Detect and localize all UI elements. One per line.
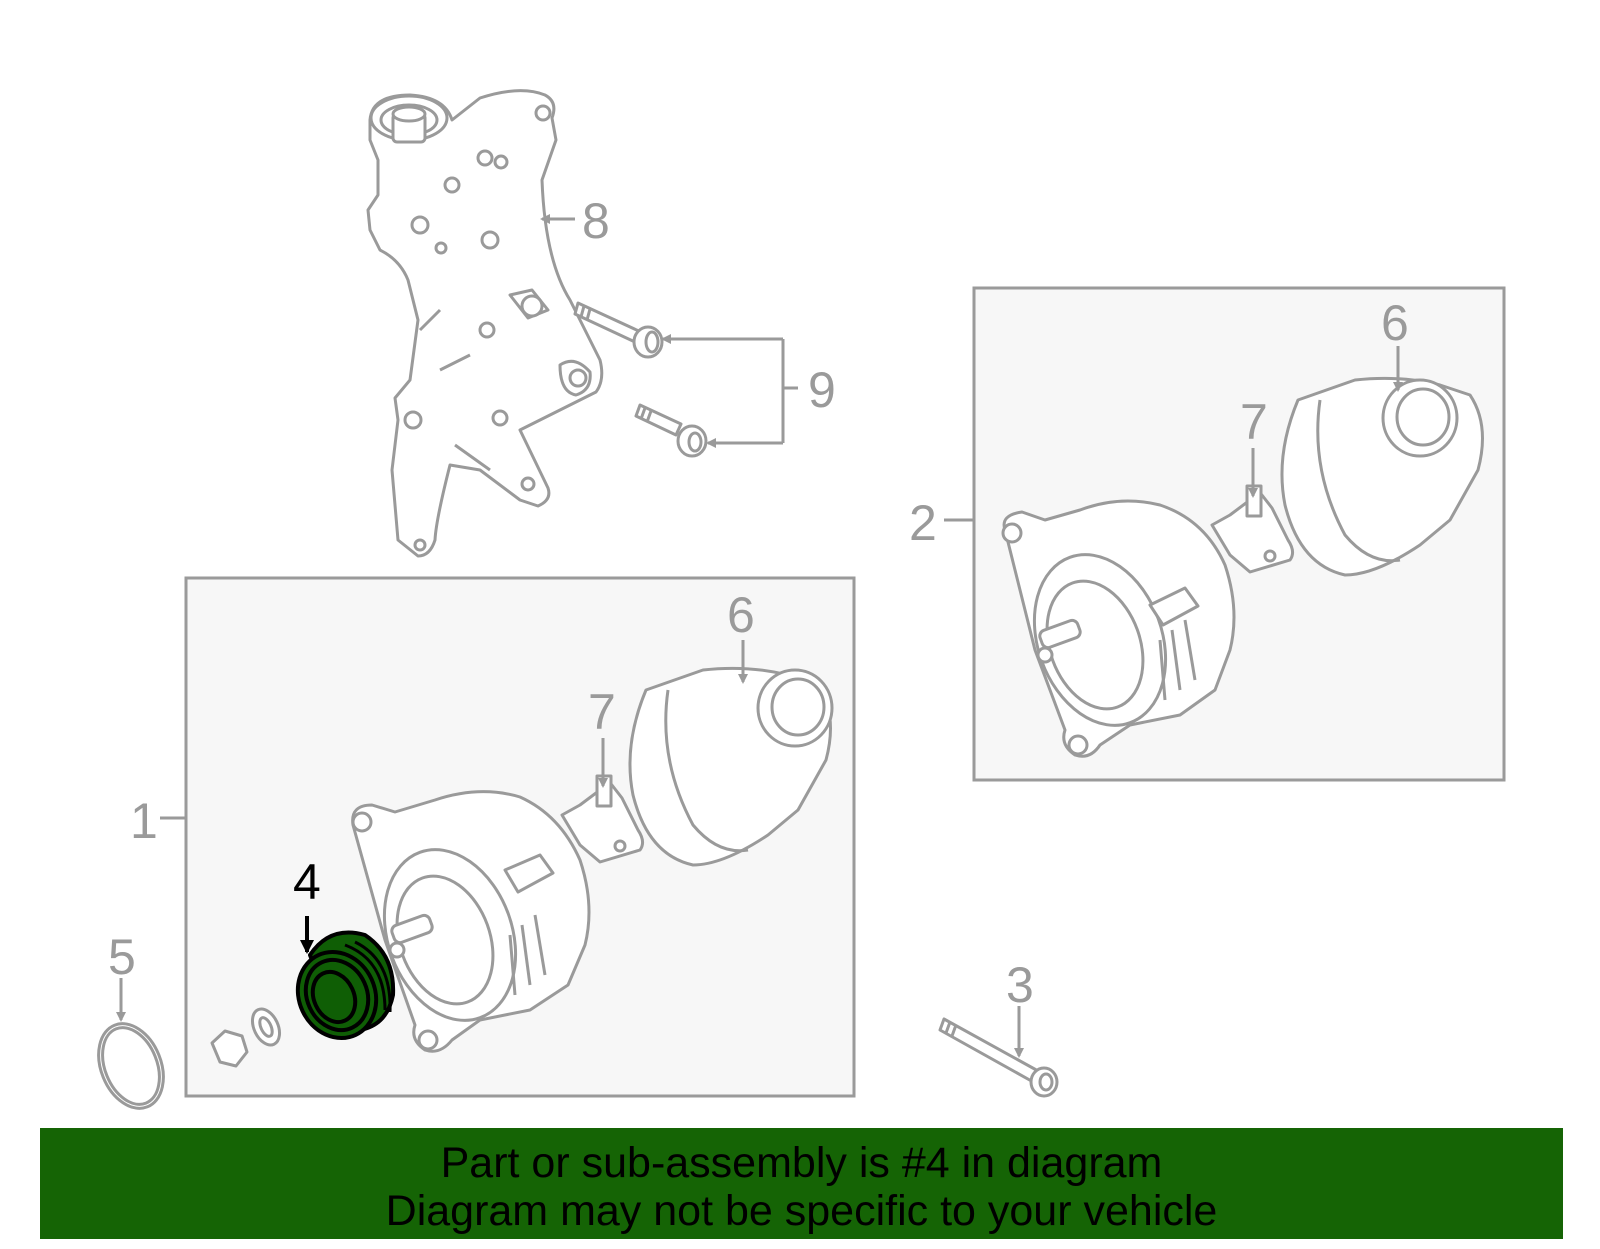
rear-cover-lower-drawing[interactable]: [628, 666, 834, 867]
callout-8[interactable]: 8: [582, 193, 610, 249]
mounting-bolt-drawing[interactable]: [938, 1017, 1059, 1098]
nut-washer-drawing[interactable]: [210, 1005, 285, 1068]
regulator-lower-drawing[interactable]: [560, 774, 645, 864]
callout-6-upper[interactable]: 6: [1381, 295, 1409, 351]
pulley-drawing[interactable]: [284, 930, 396, 1051]
callout-2[interactable]: 2: [909, 495, 937, 551]
callout-7-lower[interactable]: 7: [588, 684, 616, 740]
callout-4[interactable]: 4: [293, 854, 321, 910]
info-banner: Part or sub-assembly is #4 in diagram Di…: [40, 1128, 1563, 1239]
callout-3[interactable]: 3: [1006, 957, 1034, 1013]
pulley-cap-drawing[interactable]: [87, 1014, 176, 1118]
mounting-bracket-drawing[interactable]: [366, 89, 604, 558]
callout-9[interactable]: 9: [808, 362, 836, 418]
callout-7-upper[interactable]: 7: [1240, 394, 1268, 450]
alternator-upper-drawing[interactable]: [1001, 499, 1236, 758]
rear-cover-upper-drawing[interactable]: [1280, 376, 1484, 577]
callout-5[interactable]: 5: [108, 929, 136, 985]
alternator-lower-drawing[interactable]: [351, 790, 591, 1053]
banner-disclaimer: Diagram may not be specific to your vehi…: [385, 1187, 1218, 1235]
callout-6-lower[interactable]: 6: [727, 587, 755, 643]
banner-part-note: Part or sub-assembly is #4 in diagram: [440, 1139, 1163, 1187]
callout-1[interactable]: 1: [130, 793, 158, 849]
regulator-upper-drawing[interactable]: [1210, 484, 1295, 574]
bracket-bolts-drawing[interactable]: [573, 301, 708, 458]
